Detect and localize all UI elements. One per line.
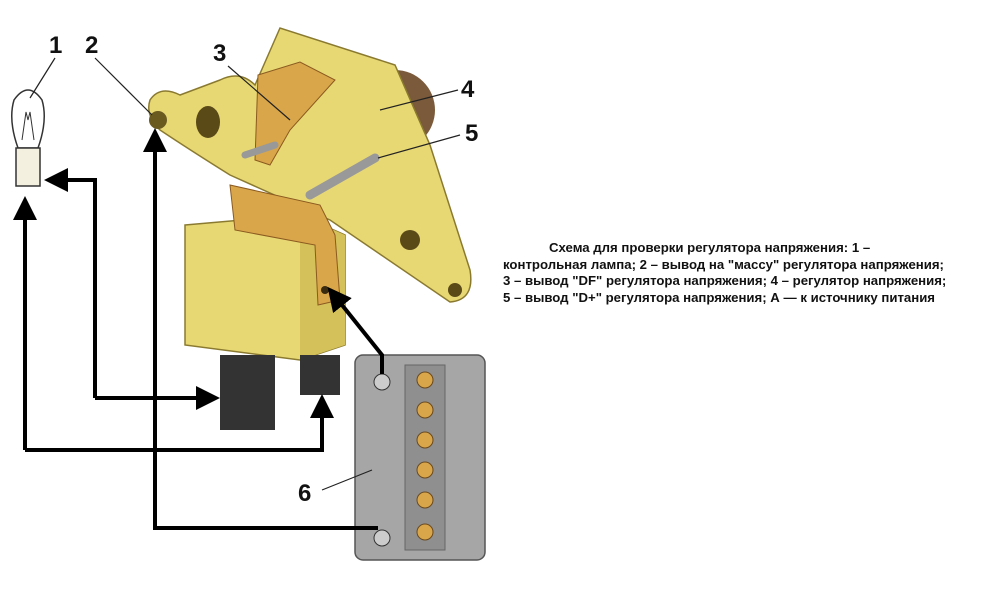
caption: Схема для проверки регулятора напряжения…: [503, 240, 998, 306]
label-2: 2: [85, 32, 99, 59]
caption-line: контрольная лампа; 2 – вывод на "массу" …: [503, 256, 944, 272]
caption-line: Схема для проверки регулятора напряжения…: [549, 240, 871, 255]
wires: [12, 128, 384, 530]
caption-line: 5 – вывод "D+" регулятора напряжения; А …: [503, 289, 936, 305]
label-4: 4: [461, 76, 475, 103]
label-6: 6: [298, 480, 312, 507]
caption-line: 3 – вывод "DF" регулятора напряжения; 4 …: [503, 273, 947, 288]
label-3: 3: [213, 40, 227, 67]
d-plus-terminal: [241, 141, 380, 200]
label-1: 1: [49, 32, 63, 59]
control-lamp: [11, 89, 45, 187]
leader-lines: [29, 57, 461, 491]
power-source: [354, 354, 486, 561]
label-5: 5: [465, 120, 479, 147]
